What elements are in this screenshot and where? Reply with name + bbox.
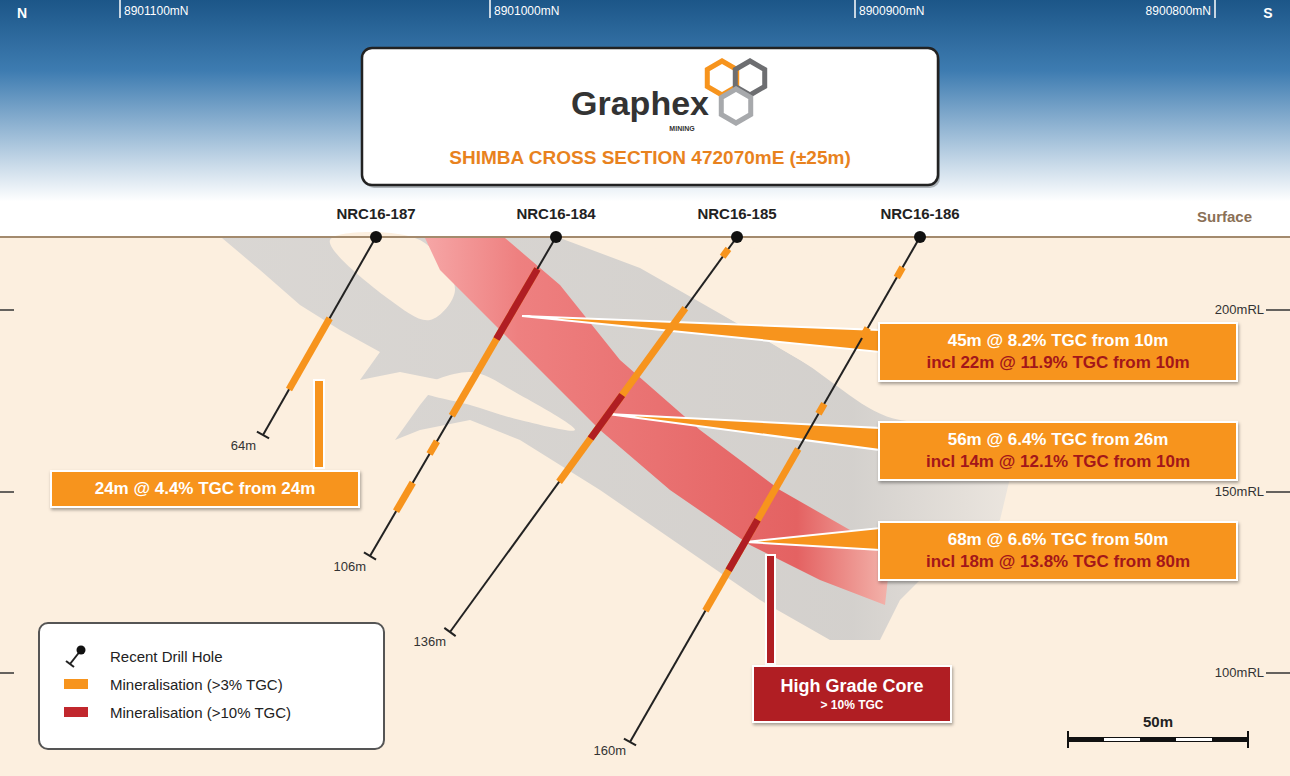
title-box — [362, 48, 938, 185]
mineralised-intercept — [723, 249, 729, 257]
depth-label: 64m — [231, 439, 256, 453]
callout-heading: 24m @ 4.4% TGC from 24m — [66, 478, 344, 500]
section-title: SHIMBA CROSS SECTION 472070mE (±25m) — [449, 147, 850, 169]
northing-tick — [854, 0, 856, 18]
northing-label: 8900800mN — [1146, 5, 1211, 18]
northing-tick — [1214, 0, 1216, 18]
assay-callout: 45m @ 8.2% TGC from 10mincl 22m @ 11.9% … — [878, 322, 1238, 382]
callout-heading: High Grade Core — [768, 675, 936, 698]
scale-bar — [1068, 737, 1248, 742]
hole-end-tick — [257, 432, 269, 439]
scale-bar — [1067, 731, 1069, 748]
high-grade-intercept — [591, 395, 623, 438]
logo-subtitle: MINING — [669, 125, 694, 133]
high-grade-core — [425, 238, 890, 605]
callout-detail: incl 14m @ 12.1% TGC from 10m — [894, 451, 1222, 473]
scale-bar — [1176, 738, 1212, 741]
rl-tick — [0, 309, 14, 311]
depth-label: 136m — [413, 635, 446, 649]
hole-end-tick — [364, 552, 376, 559]
northing-label: 8901100mN — [124, 5, 189, 18]
legend-box: Recent Drill HoleMineralisation (>3% TGC… — [38, 622, 385, 750]
legend-text: Recent Drill Hole — [110, 648, 223, 665]
high-grade-intercept — [729, 520, 758, 571]
legend-entry: Mineralisation (>3% TGC) — [64, 670, 367, 698]
depth-label: 106m — [333, 560, 366, 574]
legend-entry: Mineralisation (>10% TGC) — [64, 698, 367, 726]
surface-label: Surface — [1197, 209, 1252, 226]
hole-label: NRC16-186 — [880, 206, 959, 223]
legend-swatch — [64, 679, 88, 689]
drill-collar — [550, 231, 562, 243]
hole-label: NRC16-185 — [697, 206, 776, 223]
rl-tick — [1266, 491, 1290, 493]
rl-label: 150mRL — [1215, 485, 1264, 499]
compass-label: S — [1263, 6, 1272, 21]
scale-bar — [1104, 738, 1140, 741]
surface-line — [0, 236, 1290, 238]
drill-collar — [914, 231, 926, 243]
mineralised-intercept — [396, 483, 413, 512]
mineralised-intercept — [862, 328, 868, 338]
rl-tick — [0, 491, 14, 493]
scale-label: 50m — [1143, 714, 1173, 731]
mineralised-intercept — [705, 449, 798, 611]
callout-heading: 68m @ 6.6% TGC from 50m — [894, 529, 1222, 551]
mineralised-intercept — [897, 267, 903, 277]
northing-tick — [119, 0, 121, 18]
callout-detail: > 10% TGC — [768, 698, 936, 714]
assay-callout: 56m @ 6.4% TGC from 26mincl 14m @ 12.1% … — [878, 421, 1238, 481]
drill-hole — [450, 237, 737, 632]
rl-tick — [1266, 309, 1290, 311]
compass-label: N — [17, 6, 27, 21]
drill-hole-symbol — [64, 644, 88, 668]
rl-label: 100mRL — [1215, 666, 1264, 680]
northing-label: 8900900mN — [859, 5, 924, 18]
rl-label: 200mRL — [1215, 303, 1264, 317]
leader-line — [766, 555, 775, 664]
leader-line — [746, 528, 880, 550]
high-grade-core-label: High Grade Core> 10% TGC — [752, 665, 952, 724]
leader-line — [522, 316, 880, 352]
assay-callout: 68m @ 6.6% TGC from 50mincl 18m @ 13.8% … — [878, 521, 1238, 581]
hole-end-tick — [444, 628, 455, 636]
leader-line — [608, 414, 880, 450]
mineralised-intercept — [452, 269, 538, 416]
ground — [0, 237, 1290, 776]
leader-line — [314, 380, 324, 468]
hole-label: NRC16-184 — [516, 206, 595, 223]
mineralised-intercept — [819, 404, 825, 414]
legend-swatch — [64, 707, 88, 717]
scale-bar — [1247, 731, 1249, 748]
northing-tick — [489, 0, 491, 18]
drill-collar — [731, 231, 743, 243]
rl-tick — [1266, 672, 1290, 674]
legend-entry: Recent Drill Hole — [64, 642, 367, 670]
legend-text: Mineralisation (>3% TGC) — [110, 676, 283, 693]
high-grade-intercept — [496, 269, 537, 339]
drill-collar — [370, 231, 382, 243]
sky-band — [0, 0, 1290, 237]
callout-heading: 56m @ 6.4% TGC from 26m — [894, 429, 1222, 451]
hole-label: NRC16-187 — [336, 206, 415, 223]
rl-tick — [0, 672, 14, 674]
drill-hole — [370, 237, 556, 556]
assay-callout: 24m @ 4.4% TGC from 24m — [50, 470, 360, 508]
legend-text: Mineralisation (>10% TGC) — [110, 704, 291, 721]
callout-detail: incl 22m @ 11.9% TGC from 10m — [894, 352, 1222, 374]
mineralised-intercept — [430, 441, 437, 454]
logo-wordmark: Graphex — [571, 85, 709, 122]
callout-detail: incl 18m @ 13.8% TGC from 80m — [894, 551, 1222, 573]
mineralised-intercept — [559, 308, 685, 482]
mineralised-intercept — [289, 318, 330, 389]
depth-label: 160m — [593, 744, 626, 758]
logo-hexagon — [721, 89, 750, 123]
northing-label: 8901000mN — [494, 5, 559, 18]
callout-heading: 45m @ 8.2% TGC from 10m — [894, 330, 1222, 352]
drill-hole — [263, 237, 376, 435]
